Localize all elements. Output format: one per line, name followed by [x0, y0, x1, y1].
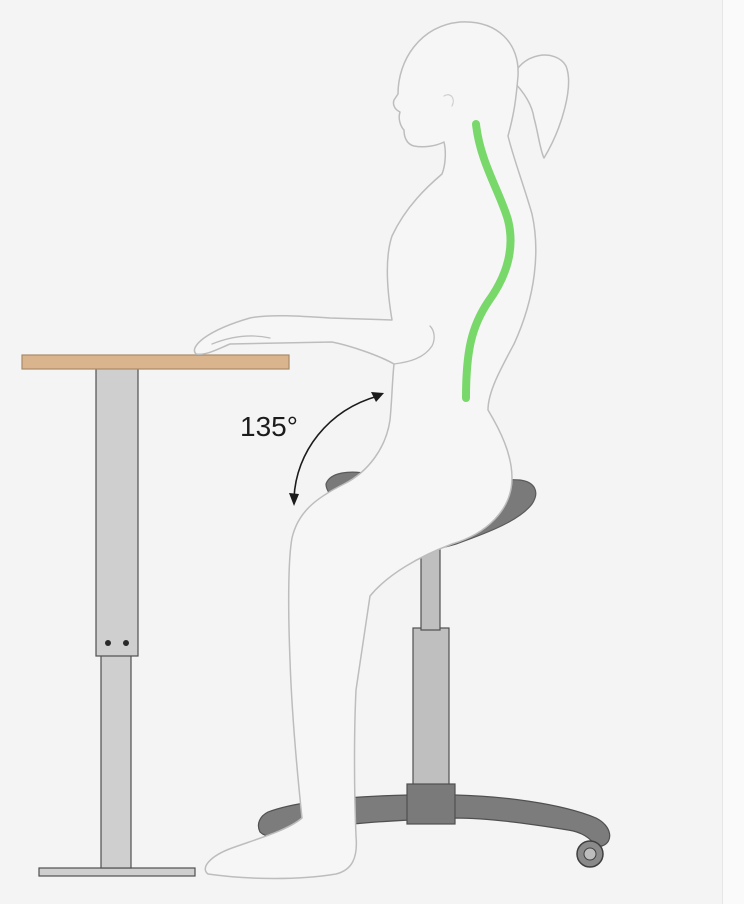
desk-screw — [105, 640, 111, 646]
spine-indicator — [462, 120, 515, 402]
standing-desk — [21, 354, 290, 877]
desk-upper-leg — [95, 367, 139, 657]
seated-person — [193, 21, 570, 880]
angle-arrowhead-bottom — [289, 493, 299, 506]
angle-label: 135° — [240, 411, 298, 442]
desk-lower-leg — [100, 654, 132, 869]
desk-top — [21, 354, 290, 370]
person-body — [193, 21, 537, 880]
desk-foot — [38, 867, 196, 877]
stool-column-lower — [412, 627, 450, 787]
hip-angle-annotation: 135° — [240, 392, 384, 506]
person-ponytail — [511, 54, 570, 159]
desk-screw — [123, 640, 129, 646]
right-edge-strip — [722, 0, 744, 904]
angle-arc — [293, 395, 379, 499]
stool-castor-hub — [583, 847, 597, 861]
angle-arrowhead-top — [371, 392, 384, 402]
stool-column-collar — [406, 783, 456, 825]
person-elbow-detail — [393, 325, 435, 365]
person-hand-detail — [211, 335, 271, 345]
person-ear-detail — [443, 94, 454, 107]
